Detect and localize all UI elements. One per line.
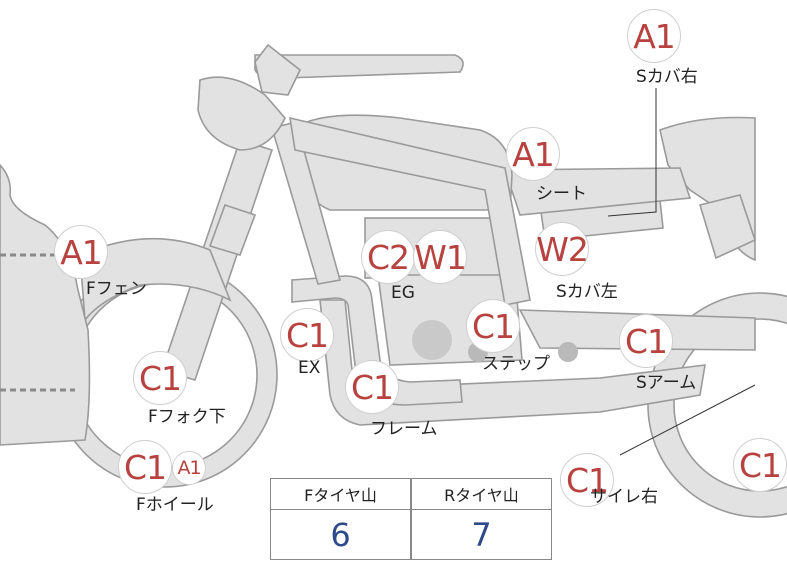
table-divider <box>410 479 412 559</box>
step-label: ステップ <box>482 354 550 374</box>
rear-tread-value: 7 <box>471 515 492 554</box>
front-fork-shape <box>160 139 274 381</box>
front-fork-label: Fフォク下 <box>148 407 226 427</box>
seat-label: シート <box>536 184 587 204</box>
s-cover-left-label: Sカバ左 <box>556 282 618 302</box>
frame-label: フレーム <box>370 419 438 439</box>
front-wheel-a1-badge: A1 <box>172 451 206 485</box>
exhaust-badge: C1 <box>280 308 334 362</box>
headlight-shape <box>197 76 286 151</box>
silencer-right-badge: C1 <box>560 453 614 507</box>
rider-shape <box>0 163 91 446</box>
front-tread-value: 6 <box>330 515 351 554</box>
swing-arm-label: Sアーム <box>636 373 697 393</box>
frame-badge: C1 <box>345 360 399 414</box>
front-fender-shape <box>79 237 232 323</box>
exhaust-label: EX <box>298 358 321 378</box>
engine-w1-badge: W1 <box>413 230 467 284</box>
front-fender-badge: A1 <box>54 225 108 279</box>
front-fork-badge: C1 <box>133 351 187 405</box>
rear-tread-header: Rタイヤ山 <box>412 479 551 510</box>
engine-c2-badge: C2 <box>361 230 415 284</box>
front-wheel-c1-badge: C1 <box>118 440 172 494</box>
silencer-right-label: サイレ右 <box>590 487 658 507</box>
seat-badge: A1 <box>506 127 560 181</box>
swing-arm-badge: C1 <box>619 314 673 368</box>
tire-tread-table: Fタイヤ山 Rタイヤ山 6 7 <box>270 478 552 560</box>
s-cover-right-badge: A1 <box>627 9 681 63</box>
rear-wheel-badge: C1 <box>733 438 787 492</box>
motorcycle-diagram: A1 A1 A1 C2 W1 W2 C1 C1 C1 C1 C1 C1 A1 C… <box>0 9 787 560</box>
step-badge: C1 <box>466 299 520 353</box>
s-cover-right-label: Sカバ右 <box>636 67 698 87</box>
seat-shape <box>503 167 692 216</box>
s-cover-left-badge: W2 <box>535 222 589 276</box>
exhaust-shape <box>291 275 463 406</box>
front-wheel-label: Fホイール <box>136 495 214 515</box>
front-fender-label: Fフェン <box>86 279 147 299</box>
engine-label: EG <box>391 283 415 303</box>
front-tread-header: Fタイヤ山 <box>271 479 410 510</box>
